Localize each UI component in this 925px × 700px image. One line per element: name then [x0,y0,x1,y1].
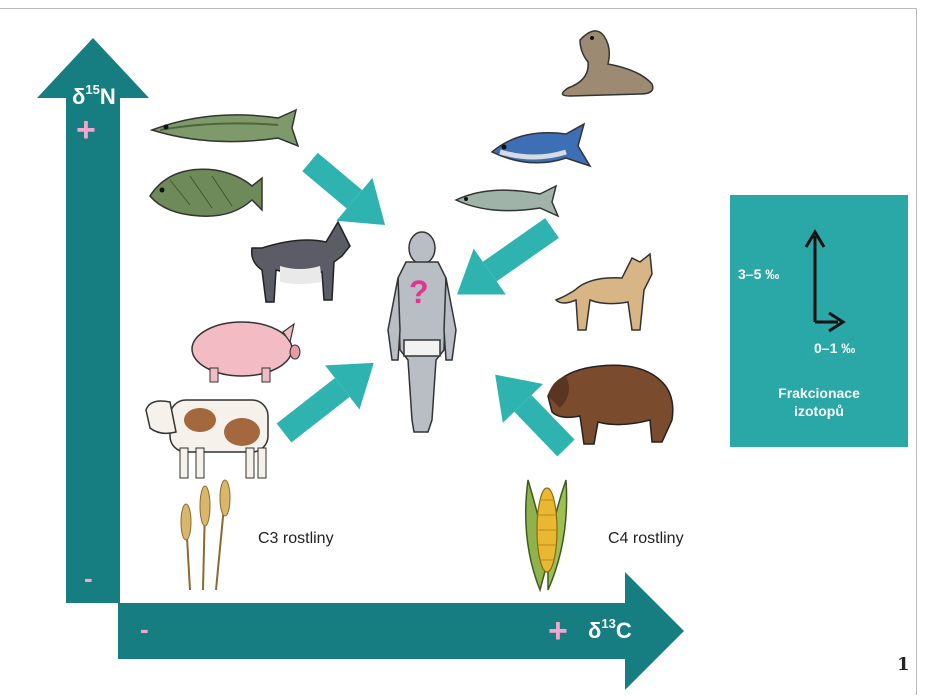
corn-icon [526,480,567,590]
x-axis-plus: + [548,612,568,651]
fractionation-title: Frakcionace izotopů [730,384,908,420]
x-axis-element: C [616,618,632,643]
pig-icon [192,322,300,382]
x-axis-symbol: δ [588,618,601,643]
herring-icon [456,186,558,216]
y-axis-superscript: 15 [85,82,99,97]
sea-lion-icon [562,31,652,96]
x-axis-superscript: 13 [601,616,615,631]
c4-plants-label: C4 rostliny [608,530,684,548]
arrow-marine-to-human [441,205,568,317]
x-axis-label: δ13C [588,618,632,644]
human-icon [388,232,456,432]
fractionation-title-line1: Frakcionace [730,384,908,402]
y-axis-minus: - [84,563,93,594]
y-axis-label: δ15N [72,84,116,110]
carp-icon [150,169,262,216]
x-axis-minus: - [140,614,149,645]
wheat-icon [181,480,230,590]
c3-plants-label: C3 rostliny [258,530,334,548]
pike-icon [152,110,298,146]
tuna-icon [492,124,590,166]
y-axis-plus: + [76,111,96,150]
figure-number: 1 [897,654,910,675]
arrow-aquatic-to-human [292,141,403,247]
husky-icon [252,222,350,302]
fractionation-title-line2: izotopů [730,402,908,420]
human-question-mark: ? [409,274,429,311]
cat-icon [556,254,652,330]
y-axis-element: N [100,84,116,109]
y-axis-symbol: δ [72,84,85,109]
fractionation-vertical-value: 3–5 ‰ [738,266,779,282]
fractionation-horizontal-value: 0–1 ‰ [814,340,855,356]
cow-icon [146,400,268,478]
